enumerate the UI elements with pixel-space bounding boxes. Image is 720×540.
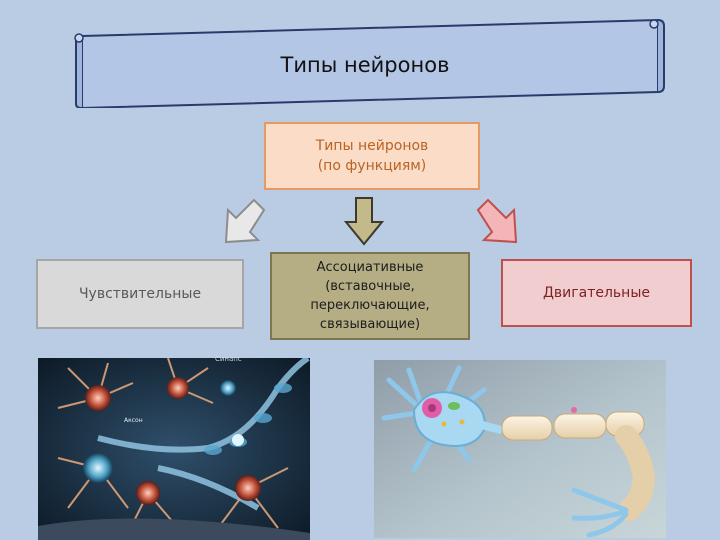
- top-box-line1: Типы нейронов: [316, 136, 429, 156]
- network-image-caption: Синапс: [215, 355, 242, 363]
- neuron-types-by-function-box: Типы нейронов (по функциям): [264, 122, 480, 190]
- sensory-neurons-box: Чувствительные: [36, 259, 244, 329]
- neuron-network-image: Аксон: [38, 358, 310, 540]
- associative-line4: связывающие): [310, 315, 429, 334]
- network-image-label: Аксон: [124, 417, 143, 424]
- sensory-label: Чувствительные: [79, 286, 201, 302]
- motor-label: Двигательные: [543, 285, 650, 301]
- motor-neurons-box: Двигательные: [501, 259, 692, 327]
- associative-line2: (вставочные,: [310, 277, 429, 296]
- diagonal-down-right-arrow-icon: [474, 198, 522, 246]
- down-arrow-icon: [344, 196, 384, 246]
- neuron-model-image: [374, 360, 666, 538]
- associative-neurons-box: Ассоциативные (вставочные, переключающие…: [270, 252, 470, 340]
- diagonal-down-left-arrow-icon: [220, 198, 268, 246]
- top-box-line2: (по функциям): [316, 156, 429, 176]
- associative-line3: переключающие,: [310, 296, 429, 315]
- page-title: Типы нейронов: [120, 48, 610, 82]
- associative-line1: Ассоциативные: [310, 258, 429, 277]
